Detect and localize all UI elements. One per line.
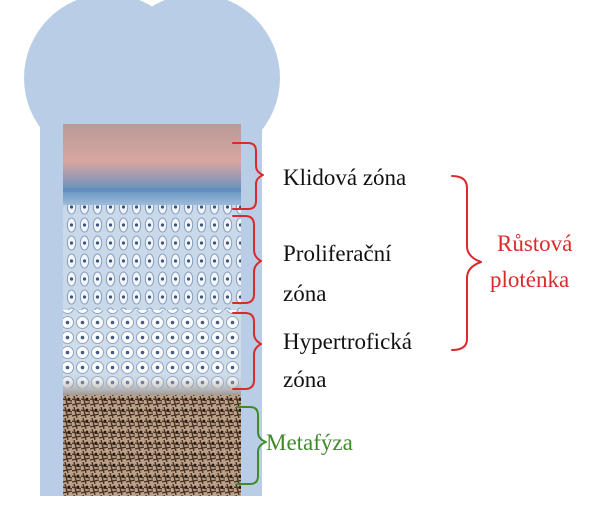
growth-plate-label-line2: ploténka xyxy=(490,266,569,294)
growth-plate-label-line1: Růstová xyxy=(497,230,572,258)
proliferative-zone-label-line1: Proliferační xyxy=(283,240,392,268)
hypertrophic-zone-label-line1: Hypertrofická xyxy=(283,328,412,356)
histology-micrograph xyxy=(63,124,241,496)
proliferative-zone-label-line2: zóna xyxy=(283,280,326,308)
growth-plate-bracket xyxy=(452,176,481,350)
resting-zone-label: Klidová zóna xyxy=(283,164,406,192)
metaphysis-label: Metafýza xyxy=(266,429,353,457)
hypertrophic-zone-label-line2: zóna xyxy=(283,366,326,394)
